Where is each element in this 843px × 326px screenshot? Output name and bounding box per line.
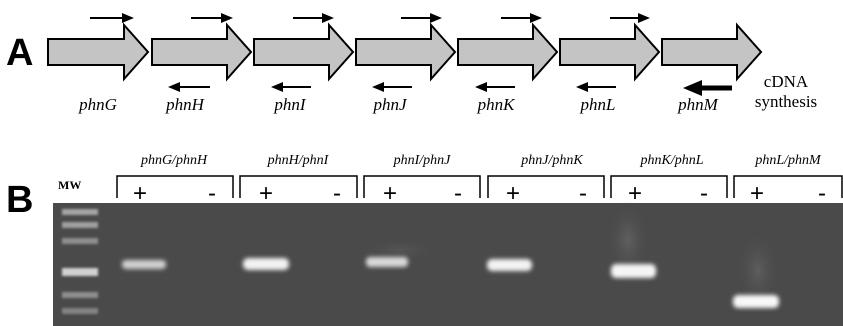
mw-label: MW [58,178,81,192]
cdna-label: cDNA [764,72,809,91]
band-phni-phnj [366,257,408,267]
gel-image [53,200,843,326]
pair-label-6: phnL/phnM [754,153,822,168]
lane-brackets [116,175,843,198]
gene-arrow-phni [253,22,355,82]
panel-a-letter: A [6,32,33,74]
plus-sign-6: + [750,180,764,207]
gene-arrow-phnl [559,22,661,82]
gene-arrow-phng [47,22,150,82]
minus-sign-5: - [700,180,708,207]
pair-label-4: phnJ/phnK [520,153,583,168]
plus-sign-5: + [628,180,642,207]
gene-arrow-phnj [355,22,457,82]
pair-label-5: phnK/phnL [639,153,703,168]
operon-diagram: phnG phnH phnI phnJ phnK phnL phnM cDNA … [47,13,817,114]
band-phnj-phnk [487,259,532,271]
minus-sign-1: - [208,180,216,207]
minus-sign-3: - [454,180,462,207]
pair-label-2: phnH/phnI [267,153,330,168]
reverse-primer-arrows [168,82,616,92]
sample-bands [122,257,779,308]
band-phnh-phni [243,258,289,270]
mw-ladder [62,209,98,314]
gene-label-phnl: phnL [580,95,616,114]
panel-b-letter: B [6,179,33,221]
band-phng-phnh [122,260,166,269]
minus-sign-4: - [579,180,587,207]
gene-label-phng: phnG [78,95,117,114]
plus-sign-2: + [259,180,273,207]
band-phnl-phnm [733,295,779,308]
gene-label-phnm: phnM [677,95,719,114]
synthesis-label: synthesis [755,92,817,111]
gene-arrow-phnk [457,22,559,82]
pair-label-1: phnG/phnH [140,153,208,168]
forward-primer-arrows [90,13,650,23]
band-phnk-phnl [611,264,656,278]
gene-arrow-phnh [151,22,253,82]
gene-arrow-phnm [661,22,763,82]
plus-sign-4: + [506,180,520,207]
gene-label-phnh: phnH [165,95,206,114]
gene-label-phnk: phnK [477,95,517,114]
plus-sign-1: + [133,180,147,207]
cdna-primer-arrow [683,80,732,96]
minus-sign-6: - [818,180,826,207]
plus-sign-3: + [383,180,397,207]
minus-sign-2: - [333,180,341,207]
gene-label-phnj: phnJ [372,95,408,114]
pair-label-3: phnI/phnJ [393,153,452,168]
gene-label-phni: phnI [273,95,307,114]
